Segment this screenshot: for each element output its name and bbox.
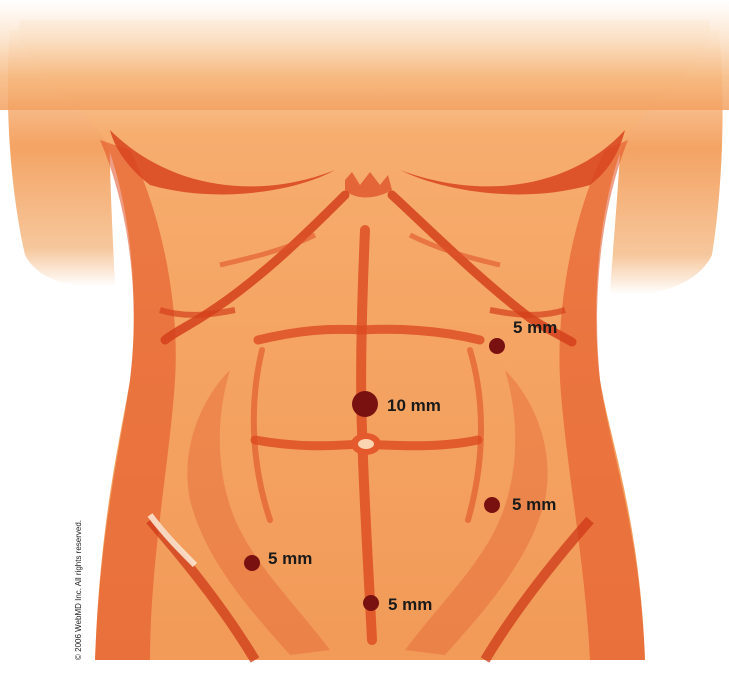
- umbilicus: [351, 433, 381, 455]
- port-dot-small: [363, 595, 379, 611]
- port-label: 5 mm: [512, 495, 556, 514]
- port-label: 5 mm: [513, 318, 557, 337]
- port-dot-small: [484, 497, 500, 513]
- port-label: 5 mm: [268, 549, 312, 568]
- port-label: 10 mm: [387, 396, 441, 415]
- port-5mm-mid-right: 5 mm: [484, 495, 556, 514]
- port-dot-small: [489, 338, 505, 354]
- port-dot-large: [352, 391, 378, 417]
- port-label: 5 mm: [388, 595, 432, 614]
- top-fade: [0, 0, 729, 110]
- port-dot-small: [244, 555, 260, 571]
- copyright-notice: © 2006 WebMD Inc. All rights reserved.: [74, 520, 83, 660]
